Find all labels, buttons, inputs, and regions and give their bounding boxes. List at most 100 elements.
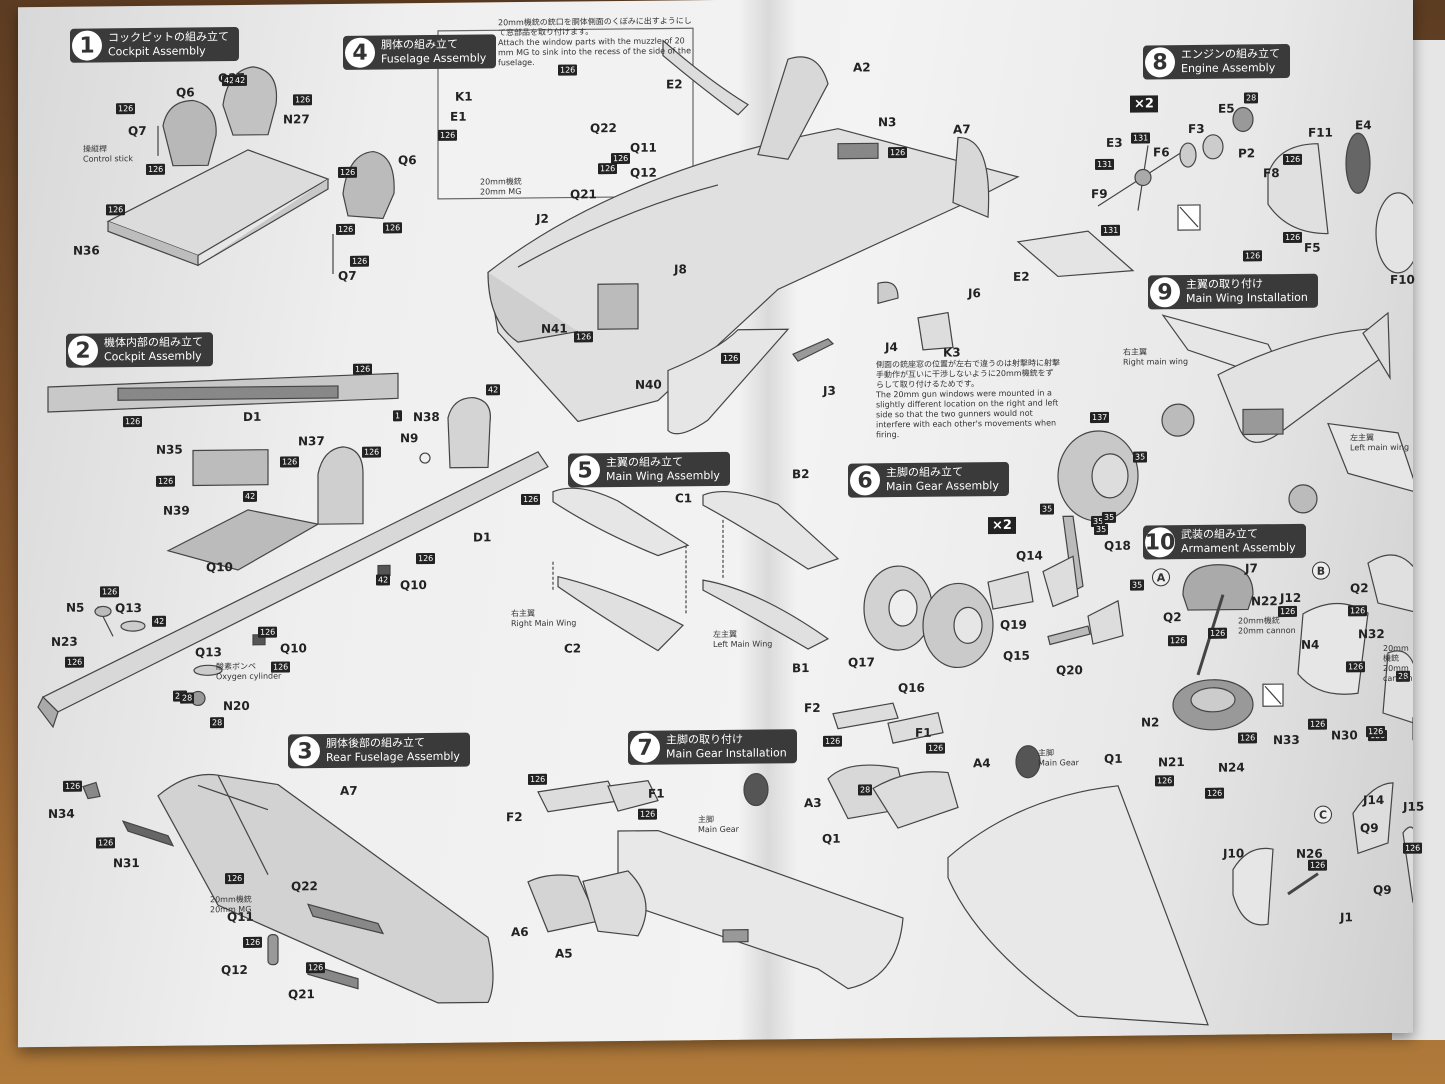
paint-color-tag: 126 (1155, 775, 1175, 787)
step-title-jp: 胴体の組み立て (381, 37, 458, 52)
paint-color-tag: 126 (280, 456, 300, 468)
paint-color-tag: 126 (1308, 718, 1328, 730)
part-label: Q1 (822, 831, 841, 846)
engine-drawing (1097, 106, 1413, 274)
paint-color-tag: 126 (1348, 605, 1368, 617)
part-label: Q10 (206, 560, 233, 575)
note-en: 20mm MG (210, 904, 252, 915)
note-jp: 20mm機銃 (1238, 616, 1280, 626)
paint-color-tag: 126 (350, 255, 370, 267)
part-label: N32 (1358, 626, 1385, 642)
part-label: N31 (113, 856, 140, 871)
part-label: J14 (1363, 792, 1385, 808)
paint-color-tag: 126 (306, 962, 326, 974)
step-title-en: Cockpit Assembly (104, 349, 202, 364)
part-label: J6 (968, 286, 981, 301)
gear-install-drawing (527, 702, 1209, 1026)
part-label: B2 (792, 467, 810, 482)
step-title-jp: 機体内部の組み立て (104, 335, 203, 350)
part-label: C2 (564, 641, 582, 656)
quantity-x2: ×2 (988, 516, 1016, 535)
note-jp: 20mm機銃 (1383, 643, 1409, 664)
paint-color-tag: 126 (293, 94, 313, 106)
part-label: Q2 (1350, 581, 1369, 596)
paint-color-tag: 126 (63, 780, 83, 792)
part-label: Q10 (400, 578, 427, 593)
window-note: 20mm機銃の銃口を胴体側面のくぼみに出すようにして窓部品を取り付けます。Att… (498, 16, 698, 68)
main-gear-drawing (863, 430, 1139, 669)
paint-color-tag: 126 (574, 331, 594, 343)
step-title-jp: 主翼の組み立て (606, 455, 683, 470)
note-en: 20mm MG (480, 187, 522, 197)
quantity-x2: ×2 (1130, 95, 1158, 113)
paint-color-tag: 126 (146, 163, 166, 175)
paint-color-tag: 126 (521, 493, 541, 506)
part-label: Q12 (630, 165, 657, 180)
part-label: J1 (1340, 910, 1353, 925)
note-jp: 主脚 (1038, 748, 1054, 758)
paint-color-tag: 126 (638, 808, 658, 820)
paint-color-tag: 126 (362, 446, 382, 458)
cockpit-floor-drawing (106, 66, 395, 275)
step-number: 2 (68, 335, 98, 366)
note-jp: 操縦桿 (83, 144, 107, 154)
step-number: 4 (345, 37, 375, 68)
paint-color-tag: 126 (1366, 725, 1386, 738)
part-label: D1 (243, 409, 262, 424)
part-label: N5 (66, 600, 85, 615)
step-number: 6 (850, 465, 880, 496)
note-en: Control stick (83, 154, 134, 164)
paint-color-tag: 35 (1133, 451, 1148, 463)
paint-color-tag: 126 (156, 475, 176, 487)
part-label: E5 (1218, 101, 1235, 116)
part-label: F6 (1153, 145, 1170, 160)
step-title-jp: 武装の組み立て (1181, 527, 1258, 542)
part-label: Q20 (1056, 663, 1083, 678)
paint-color-tag: 126 (338, 166, 358, 178)
paint-color-tag: 42 (243, 490, 258, 502)
note-en: 20mm cannon (1383, 663, 1413, 684)
step-title-en: Main Wing Installation (1186, 290, 1308, 306)
step-number: 3 (290, 736, 320, 767)
note-en: 20mm cannon (1238, 625, 1296, 636)
step-title-en: Cockpit Assembly (108, 44, 206, 59)
note-en: Right Main Wing (511, 618, 577, 629)
note-en: Right main wing (1123, 357, 1189, 367)
part-label: Q15 (1003, 648, 1030, 663)
step-title-jp: コックピットの組み立て (108, 30, 229, 45)
step-title-en: Fuselage Assembly (381, 51, 487, 66)
part-label: Q22 (590, 121, 617, 136)
step-number: 10 (1145, 527, 1175, 558)
part-label: N38 (413, 409, 440, 425)
part-label: N9 (400, 431, 419, 446)
part-label: N23 (51, 634, 78, 649)
gunner-note: 側面の銃座窓の位置が左右で違うのは射撃時に射撃手動作が互いに干渉しないように20… (876, 358, 1061, 440)
part-label: F11 (1308, 125, 1333, 140)
paint-color-tag: 126 (225, 872, 245, 885)
note-jp: 主脚 (698, 815, 714, 825)
part-label: J10 (1223, 846, 1245, 861)
part-label: Q9 (1373, 882, 1392, 898)
part-label: Q6 (176, 85, 195, 100)
paint-color-tag: 126 (1238, 732, 1258, 744)
paint-color-tag: 42 (233, 74, 248, 87)
note-en: Left main wing (1350, 442, 1410, 453)
part-label: A3 (804, 795, 822, 811)
step-title-en: Armament Assembly (1181, 540, 1296, 556)
paint-color-tag: 28 (180, 692, 195, 704)
part-label: Q13 (195, 645, 222, 660)
subassembly-a: A (1152, 568, 1170, 587)
step-number: 5 (570, 455, 600, 486)
part-label: J8 (674, 262, 687, 277)
